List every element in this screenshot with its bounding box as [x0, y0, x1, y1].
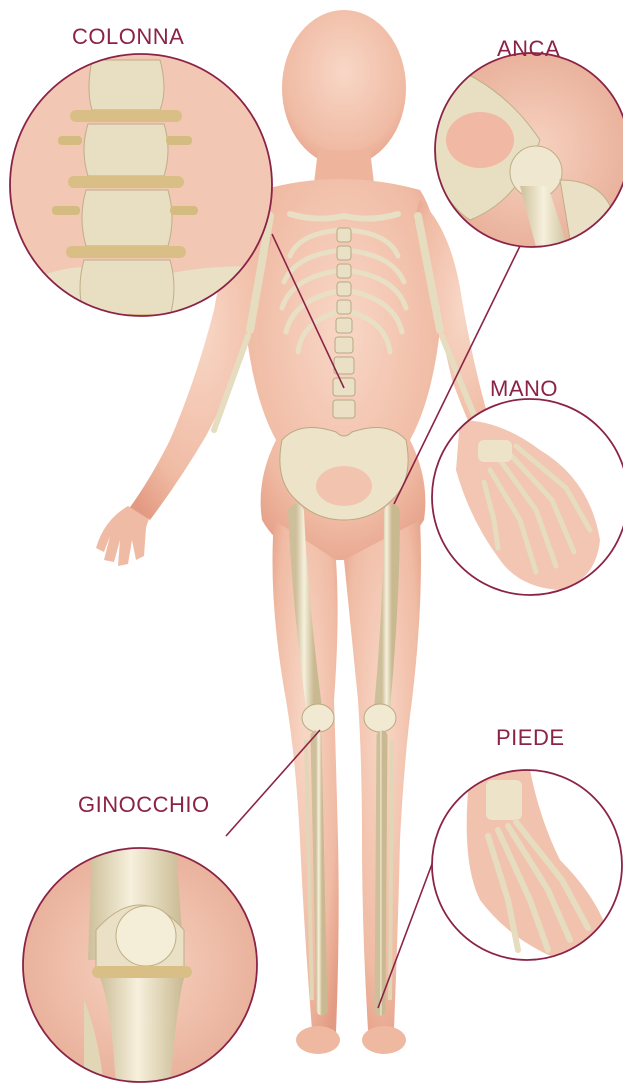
right-tibia [380, 736, 382, 1010]
right-knee [364, 704, 396, 732]
left-tibia [316, 736, 322, 1010]
label-anca: ANCA [497, 36, 560, 62]
label-colonna: COLONNA [72, 24, 184, 50]
clavicles [290, 214, 398, 219]
anca-zoom [432, 53, 623, 262]
right-foot [362, 1026, 406, 1054]
left-foot [296, 1026, 340, 1054]
label-ginocchio: GINOCCHIO [78, 792, 210, 818]
left-knee [302, 704, 334, 732]
mano-zoom [432, 399, 623, 595]
left-hand [96, 506, 150, 566]
piede-zoom [432, 770, 622, 960]
label-mano: MANO [490, 376, 558, 402]
ginocchio-zoom [23, 848, 257, 1085]
head [282, 10, 406, 166]
label-piede: PIEDE [496, 725, 565, 751]
